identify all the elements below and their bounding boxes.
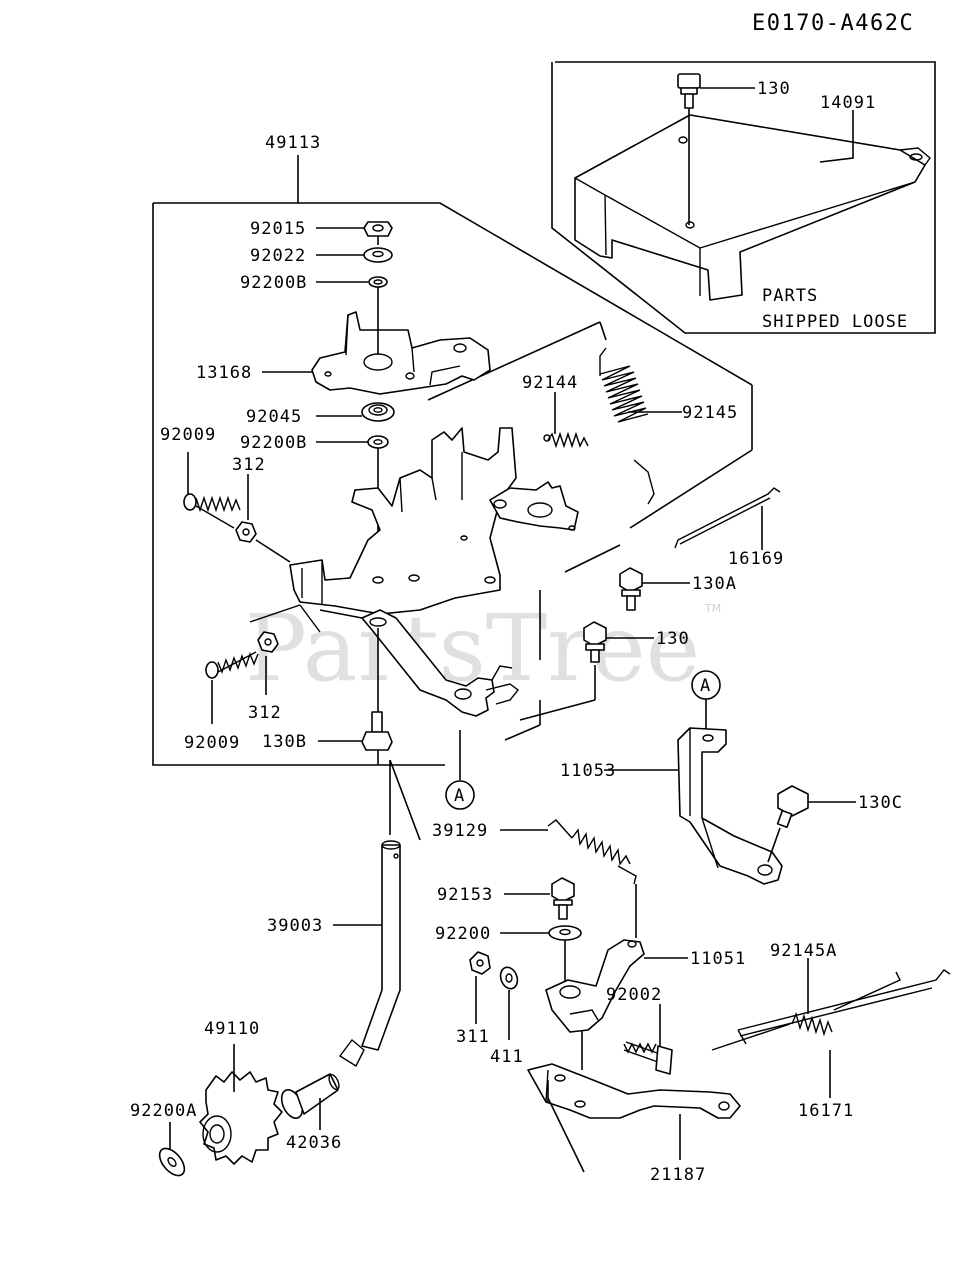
- label-49113: 49113: [265, 133, 321, 153]
- part-92144-spring: [543, 431, 589, 449]
- part-13168-plate: [311, 311, 491, 395]
- part-92200B-washer-2: [367, 435, 389, 449]
- label-16171: 16171: [798, 1101, 854, 1121]
- label-92145: 92145: [682, 403, 738, 423]
- label-92200B-2: 92200B: [240, 433, 307, 453]
- label-130-top: 130: [757, 79, 791, 99]
- part-92200B-washer-1: [368, 276, 388, 288]
- part-312-nut-1: [235, 521, 257, 543]
- part-39129-spring: [547, 819, 637, 885]
- part-411-washer: [499, 966, 519, 990]
- part-11051-lever: [545, 939, 645, 1033]
- label-42036: 42036: [286, 1133, 342, 1153]
- part-92145-spring: [599, 347, 655, 505]
- label-312-2: 312: [248, 703, 282, 723]
- part-130-bolt-mid: [583, 621, 607, 663]
- part-311-nut: [469, 951, 491, 975]
- note-line1: PARTS: [762, 286, 818, 306]
- label-39129: 39129: [432, 821, 488, 841]
- callout-a-circle-1: [445, 780, 475, 810]
- part-92009-screw-1: [183, 493, 241, 529]
- label-92200: 92200: [435, 924, 491, 944]
- label-130A: 130A: [692, 574, 737, 594]
- label-92022: 92022: [250, 246, 306, 266]
- part-92200A-washer: [158, 1147, 186, 1177]
- trademark: TM: [704, 602, 721, 615]
- part-92015-nut: [363, 221, 393, 237]
- label-92009-1: 92009: [160, 425, 216, 445]
- part-14091-cover: [574, 114, 926, 301]
- label-92200A: 92200A: [130, 1101, 197, 1121]
- callout-a-2: A: [700, 676, 711, 696]
- label-311: 311: [456, 1027, 490, 1047]
- part-92009-screw-2: [205, 651, 259, 679]
- label-92009-2: 92009: [184, 733, 240, 753]
- part-49110-gear: [199, 1071, 283, 1165]
- label-16169: 16169: [728, 549, 784, 569]
- part-92022-washer: [363, 247, 393, 263]
- part-42036-pin: [280, 1073, 340, 1119]
- part-11053-bracket: [677, 727, 783, 885]
- label-11053: 11053: [560, 761, 616, 781]
- part-92145A-spring: [711, 971, 901, 1051]
- label-39003: 39003: [267, 916, 323, 936]
- part-130-bolt-top: [677, 73, 701, 109]
- part-21187-lever: [527, 1063, 741, 1119]
- label-92200B-1: 92200B: [240, 273, 307, 293]
- label-130-mid: 130: [656, 629, 690, 649]
- label-49110: 49110: [204, 1019, 260, 1039]
- part-bracket-main: [289, 427, 579, 615]
- label-130C: 130C: [858, 793, 903, 813]
- label-130B: 130B: [262, 732, 307, 752]
- part-16169-rod: [674, 487, 781, 549]
- label-92144: 92144: [522, 373, 578, 393]
- label-411: 411: [490, 1047, 524, 1067]
- part-92200-washer: [548, 925, 582, 941]
- note-line2: SHIPPED LOOSE: [762, 312, 908, 332]
- label-92015: 92015: [250, 219, 306, 239]
- part-92045-bearing: [361, 402, 395, 422]
- label-13168: 13168: [196, 363, 252, 383]
- part-130C-bolt: [776, 785, 809, 829]
- assembly-frame-49113: [152, 155, 753, 766]
- label-312-1: 312: [232, 455, 266, 475]
- part-92153-bolt: [551, 877, 575, 920]
- label-92153: 92153: [437, 885, 493, 905]
- label-92145A: 92145A: [770, 941, 837, 961]
- part-92002-screw: [623, 1041, 673, 1075]
- diagram-code: E0170-A462C: [752, 11, 914, 36]
- label-92002: 92002: [606, 985, 662, 1005]
- part-16171-rod: [737, 969, 951, 1045]
- label-11051: 11051: [690, 949, 746, 969]
- part-39003-shaft: [338, 840, 401, 1068]
- callout-a-1: A: [454, 786, 465, 806]
- part-130B-bolt: [361, 711, 393, 751]
- label-92045: 92045: [246, 407, 302, 427]
- loose-parts-box: [551, 61, 936, 334]
- label-14091: 14091: [820, 93, 876, 113]
- part-130A-bolt: [619, 567, 643, 611]
- part-lever-lower: [249, 604, 519, 717]
- part-312-nut-2: [257, 631, 279, 653]
- label-21187: 21187: [650, 1165, 706, 1185]
